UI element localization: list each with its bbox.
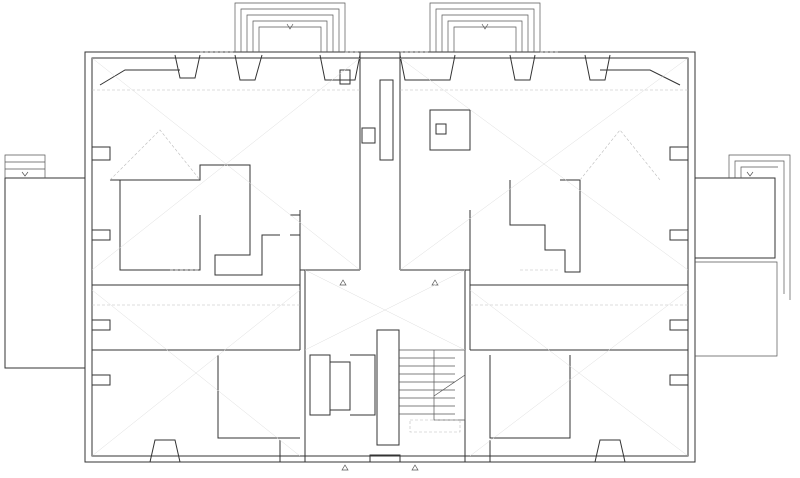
building-outline: [84, 51, 696, 463]
hidden-lines: [91, 51, 689, 457]
top-stairs-left: [234, 2, 346, 52]
central-stair: [309, 329, 466, 446]
interior-walls: [92, 52, 688, 463]
left-annex: [4, 154, 86, 369]
bottom-entrance: [310, 279, 460, 471]
right-annex: [694, 154, 791, 357]
top-stairs-right: [429, 2, 541, 52]
